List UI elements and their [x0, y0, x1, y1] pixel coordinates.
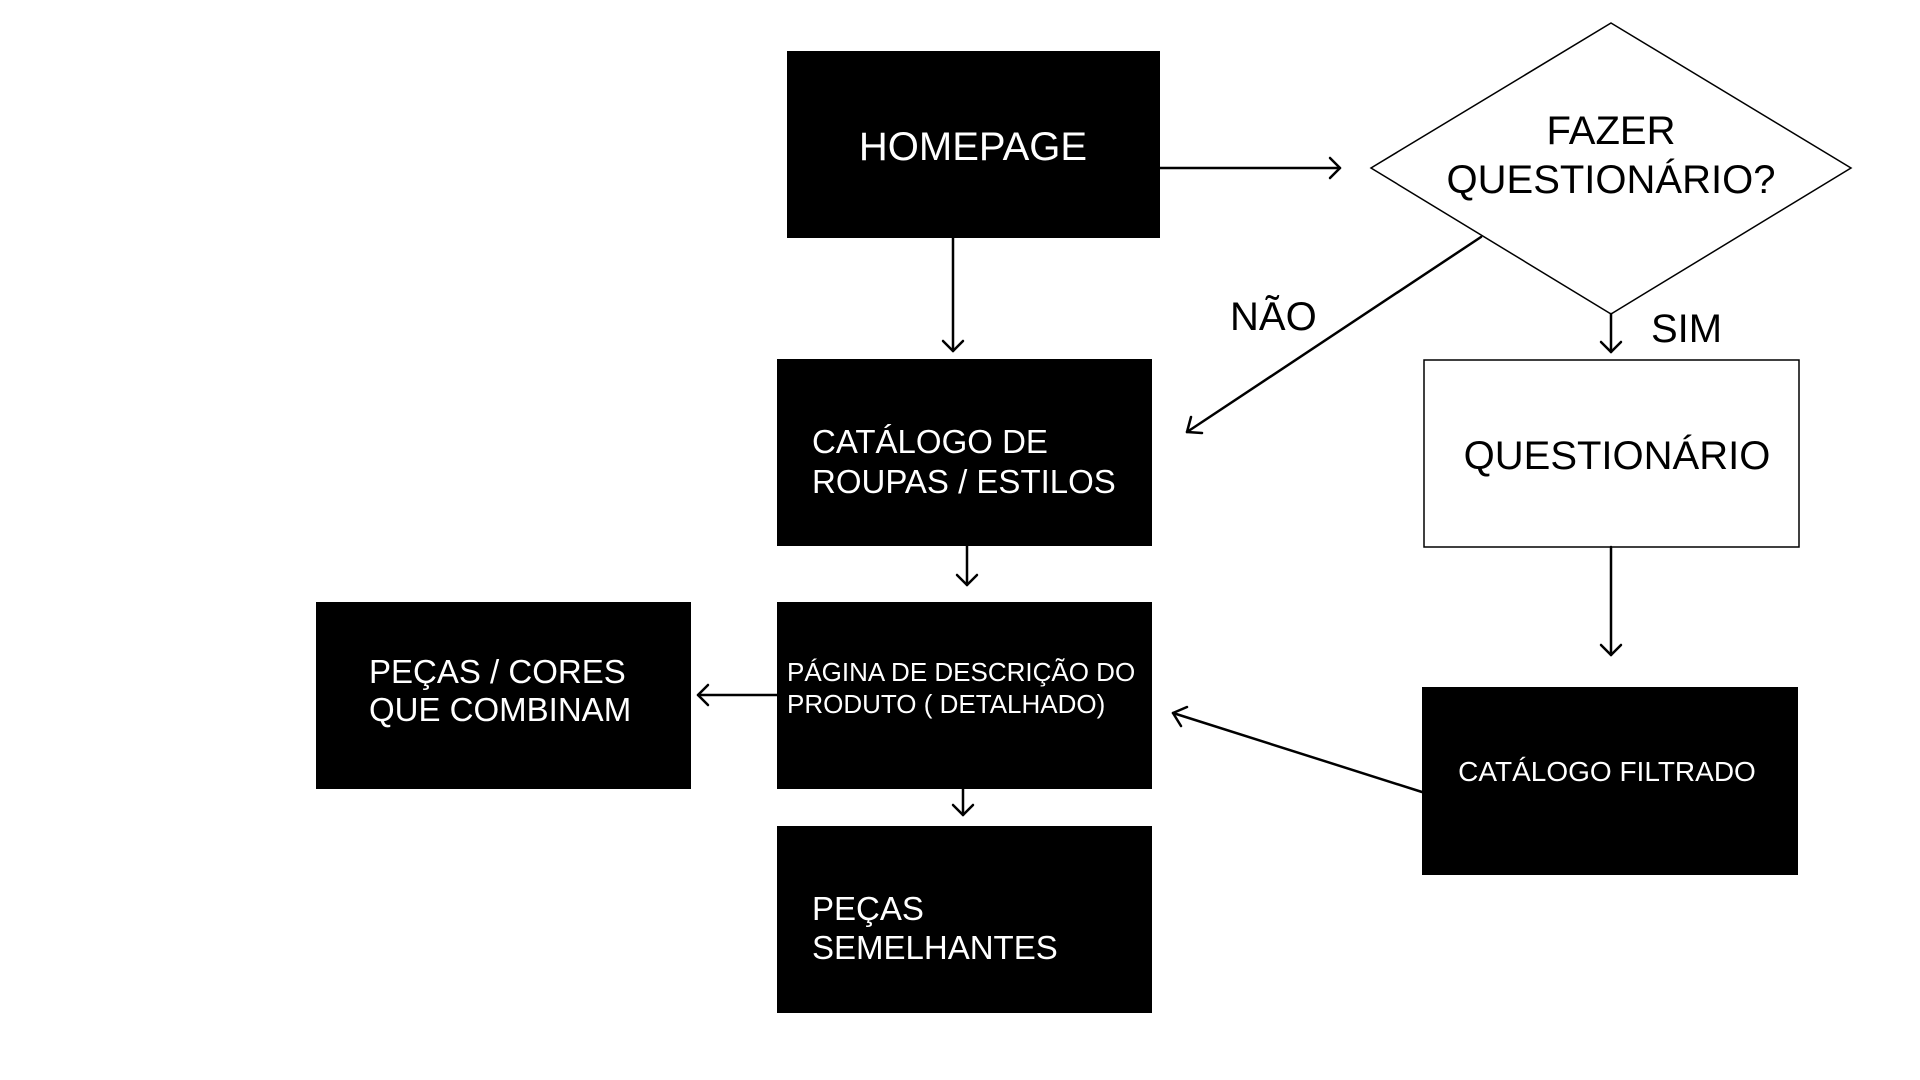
pagina-descricao-label-line2: PRODUTO ( DETALHADO) — [787, 689, 1105, 719]
node-pagina-descricao-produto: PÁGINA DE DESCRIÇÃO DO PRODUTO ( DETALHA… — [777, 602, 1152, 789]
arrow-catalogo-to-pagina-descricao — [955, 544, 979, 587]
pecas-semelhantes-label-line1: PEÇAS — [812, 890, 924, 927]
pecas-cores-label-line1: PEÇAS / CORES — [369, 653, 626, 690]
edge-label-nao: NÃO — [1230, 294, 1317, 339]
node-catalogo-filtrado: CATÁLOGO FILTRADO — [1422, 687, 1798, 875]
pecas-semelhantes-label-line2: SEMELHANTES — [812, 929, 1058, 966]
catalogo-roupas-label-line1: CATÁLOGO DE — [812, 423, 1048, 460]
pecas-cores-label-line2: QUE COMBINAM — [369, 691, 631, 728]
arrow-catalogo-filtrado-to-pagina-descricao — [1171, 705, 1424, 794]
catalogo-filtrado-label: CATÁLOGO FILTRADO — [1458, 756, 1756, 787]
pagina-descricao-label-line1: PÁGINA DE DESCRIÇÃO DO — [787, 657, 1135, 687]
catalogo-roupas-label-line2: ROUPAS / ESTILOS — [812, 463, 1116, 500]
arrow-questionario-to-catalogo-filtrado — [1599, 545, 1623, 657]
node-pecas-semelhantes: PEÇAS SEMELHANTES — [777, 826, 1152, 1013]
node-homepage: HOMEPAGE — [787, 51, 1160, 238]
arrow-pagina-descricao-to-pecas-cores — [696, 683, 779, 707]
arrow-pagina-descricao-to-pecas-semelhantes — [951, 787, 975, 817]
node-fazer-questionario-decision: FAZER QUESTIONÁRIO? — [1369, 22, 1853, 315]
node-homepage-label: HOMEPAGE — [859, 125, 1087, 169]
arrow-decision-nao-to-catalogo — [1185, 235, 1483, 435]
node-questionario: QUESTIONÁRIO — [1423, 359, 1800, 548]
arrow-homepage-to-decision — [1158, 156, 1342, 180]
decision-label-line2: QUESTIONÁRIO? — [1447, 157, 1776, 202]
edge-label-sim: SIM — [1651, 307, 1722, 351]
node-catalogo-roupas-estilos: CATÁLOGO DE ROUPAS / ESTILOS — [777, 359, 1152, 546]
arrow-decision-sim-to-questionario — [1599, 312, 1623, 354]
decision-label-line1: FAZER — [1547, 109, 1676, 153]
questionario-label: QUESTIONÁRIO — [1464, 433, 1771, 478]
node-pecas-cores-que-combinam: PEÇAS / CORES QUE COMBINAM — [316, 602, 691, 789]
arrow-homepage-to-catalogo — [941, 236, 965, 353]
